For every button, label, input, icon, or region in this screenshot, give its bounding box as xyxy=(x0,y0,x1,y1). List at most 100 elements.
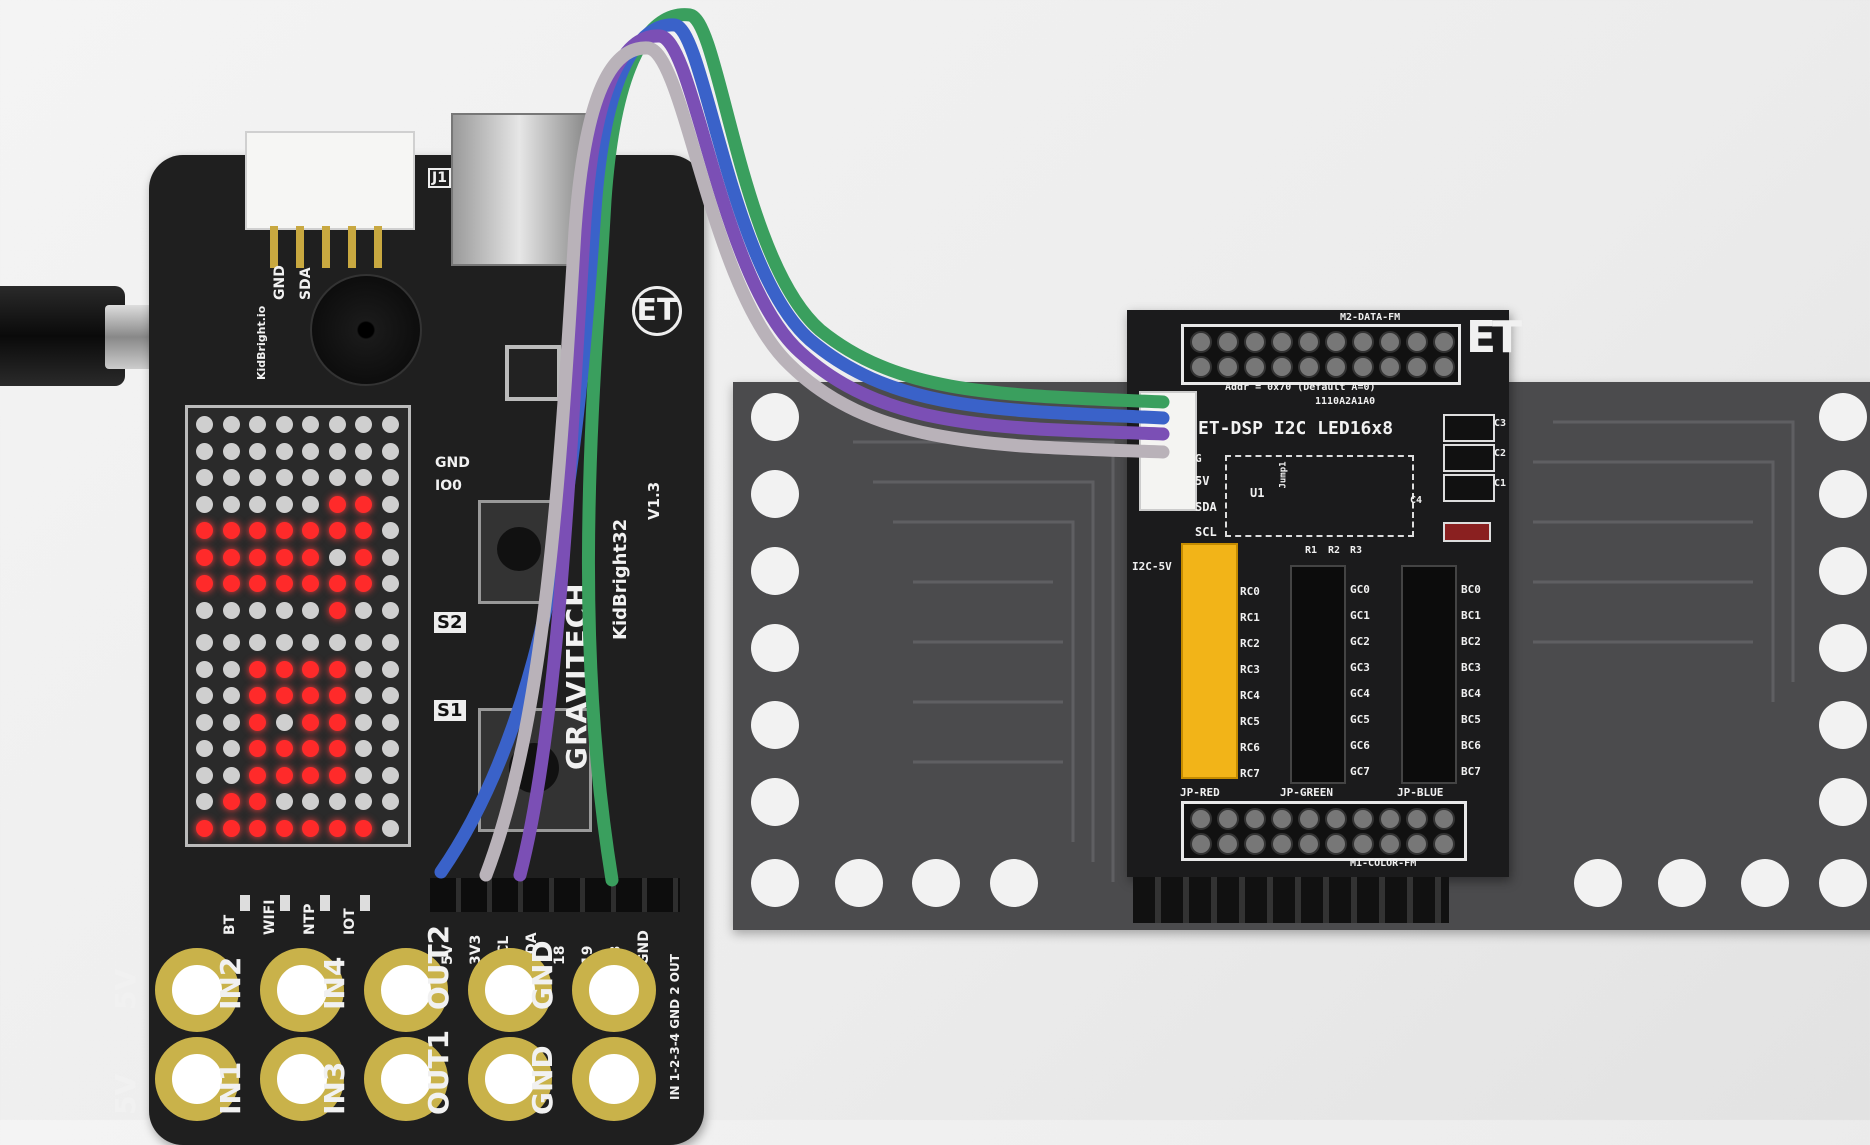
matrix-led xyxy=(275,740,293,757)
capacitor-c1 xyxy=(1443,474,1495,502)
mounting-hole xyxy=(1819,470,1867,518)
header-pin xyxy=(1406,833,1428,855)
header-pin xyxy=(1352,833,1374,855)
matrix-led xyxy=(355,548,372,566)
mounting-hole xyxy=(751,778,799,826)
bc-label: BC6 xyxy=(1461,739,1481,752)
s1-label: S1 xyxy=(434,700,466,721)
header-pin xyxy=(1433,356,1455,378)
m2-data-header xyxy=(1181,324,1461,385)
status-led xyxy=(280,895,290,911)
io0-label: IO0 xyxy=(435,478,462,494)
bc-label: BC3 xyxy=(1461,661,1481,674)
terminal-label: OUT1 xyxy=(422,1029,455,1115)
matrix-led xyxy=(222,766,240,784)
mounting-hole xyxy=(1819,701,1867,749)
header-pin xyxy=(1298,356,1320,378)
matrix-led xyxy=(196,442,213,460)
header-pin xyxy=(1244,356,1266,378)
status-led xyxy=(240,895,250,911)
terminal-label: 5V xyxy=(109,968,142,1010)
matrix-led xyxy=(355,634,372,651)
mounting-hole xyxy=(835,859,883,907)
matrix-led xyxy=(328,660,346,678)
button-s2[interactable] xyxy=(478,500,566,604)
matrix-led xyxy=(302,522,319,539)
mounting-hole xyxy=(990,859,1038,907)
matrix-led xyxy=(249,601,266,619)
header-pin xyxy=(1271,356,1293,378)
mounting-hole xyxy=(751,547,799,595)
rc-label: RC7 xyxy=(1240,767,1260,780)
m1-color-label: M1-COLOR-FM xyxy=(1350,858,1417,869)
matrix-led xyxy=(222,522,240,539)
c4-label: C4 xyxy=(1410,495,1423,506)
rc-label: RC2 xyxy=(1240,637,1260,650)
matrix-led xyxy=(328,634,346,651)
matrix-led xyxy=(381,575,399,592)
mounting-hole xyxy=(751,859,799,907)
module-title: ET-DSP I2C LED16x8 xyxy=(1198,418,1394,439)
header-pin xyxy=(1433,808,1455,830)
header-pin xyxy=(1190,833,1212,855)
matrix-led xyxy=(222,416,240,433)
matrix-led xyxy=(275,660,293,678)
matrix-led xyxy=(381,469,399,486)
header-pin xyxy=(1379,331,1401,353)
matrix-led xyxy=(302,416,319,433)
matrix-led xyxy=(328,416,346,433)
matrix-led xyxy=(275,766,293,784)
matrix-led xyxy=(249,713,266,731)
header-pin xyxy=(1190,356,1212,378)
bc-label: BC7 xyxy=(1461,765,1481,778)
gc-label: GC5 xyxy=(1350,713,1370,726)
matrix-led xyxy=(222,687,240,704)
matrix-led xyxy=(355,469,372,486)
matrix-led xyxy=(302,687,319,704)
usb-a-port[interactable] xyxy=(451,113,588,266)
boot-button[interactable] xyxy=(505,345,561,401)
matrix-led xyxy=(355,660,372,678)
gc-label: GC4 xyxy=(1350,687,1370,700)
matrix-led xyxy=(275,713,293,731)
matrix-led xyxy=(249,660,266,678)
header-pin xyxy=(1352,331,1374,353)
matrix-led xyxy=(249,575,266,592)
header-pin xyxy=(1217,808,1239,830)
matrix-led xyxy=(249,766,266,784)
matrix-led xyxy=(328,687,346,704)
gc-label: GC2 xyxy=(1350,635,1370,648)
gnd-label: GND xyxy=(435,455,470,471)
mounting-hole xyxy=(1658,859,1706,907)
rc-label: RC6 xyxy=(1240,741,1260,754)
header-pin xyxy=(1271,331,1293,353)
header-pin xyxy=(1244,808,1266,830)
matrix-led xyxy=(222,601,240,619)
matrix-led xyxy=(328,713,346,731)
header-pin xyxy=(1433,833,1455,855)
terminal-label: GND xyxy=(526,1045,559,1115)
mounting-hole xyxy=(751,470,799,518)
gc-label: GC0 xyxy=(1350,583,1370,596)
matrix-led xyxy=(328,740,346,757)
bc-label: BC4 xyxy=(1461,687,1481,700)
pin-5v-label: 5V xyxy=(1195,474,1210,488)
matrix-led xyxy=(196,495,213,513)
buzzer xyxy=(310,274,422,386)
matrix-led xyxy=(328,495,346,513)
header-pin xyxy=(1406,808,1428,830)
usb-cable xyxy=(0,286,125,386)
terminal-label: IN3 xyxy=(318,1061,351,1115)
matrix-led xyxy=(222,793,240,810)
matrix-led xyxy=(381,687,399,704)
jp-red-header xyxy=(1181,543,1238,779)
header-pin xyxy=(1325,356,1347,378)
matrix-led xyxy=(381,442,399,460)
matrix-led xyxy=(302,575,319,592)
matrix-led xyxy=(275,819,293,837)
matrix-led xyxy=(302,601,319,619)
header-pin xyxy=(1217,331,1239,353)
matrix-led xyxy=(222,442,240,460)
matrix-led xyxy=(328,548,346,566)
capacitor-c2 xyxy=(1443,444,1495,472)
